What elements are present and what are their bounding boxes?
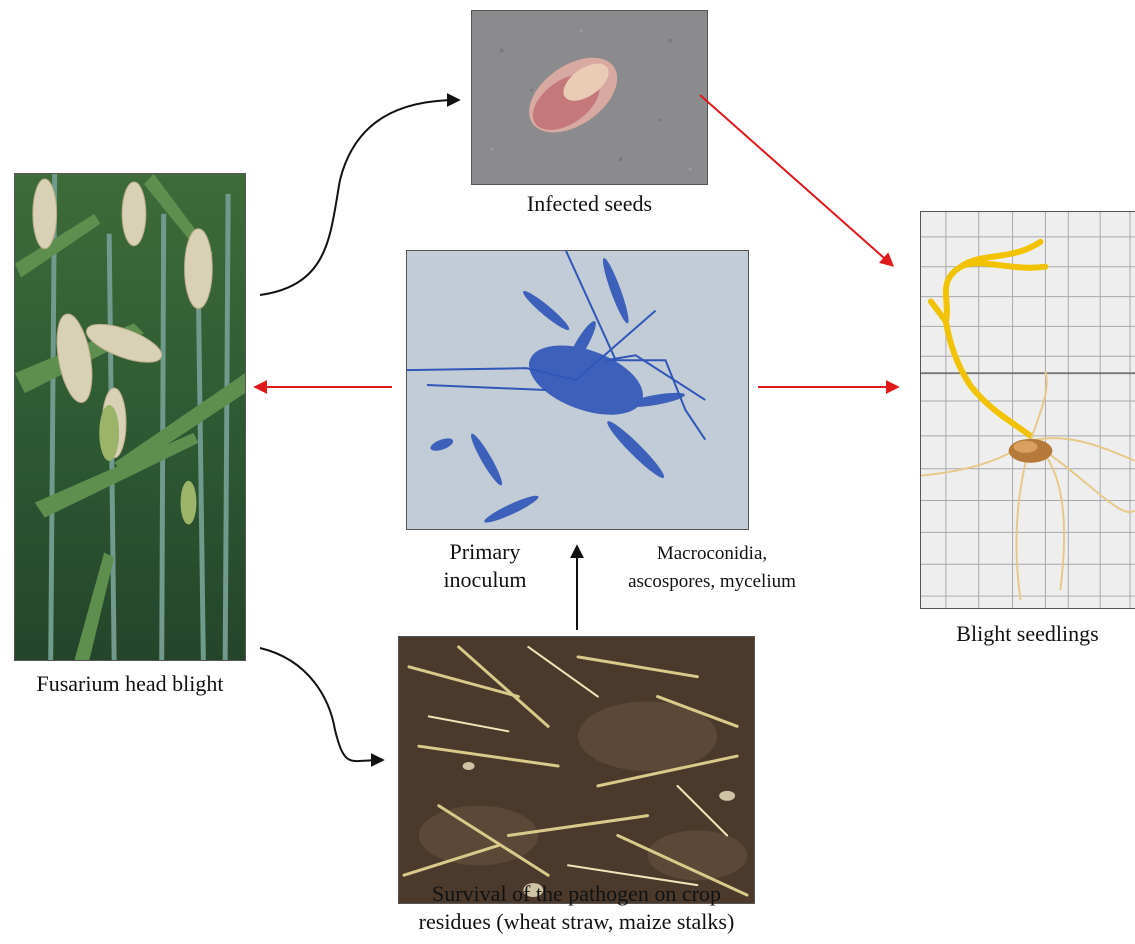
primary-inoculum-line2: inoculum bbox=[420, 566, 550, 594]
crop-residues-caption: Survival of the pathogen on crop residue… bbox=[380, 880, 773, 936]
inoculum-types-note: Macroconidia, ascospores, mycelium bbox=[592, 540, 832, 596]
inoculum-types-line1: Macroconidia, bbox=[592, 540, 832, 568]
macroconidia-micrograph bbox=[406, 250, 749, 530]
primary-inoculum-line1: Primary bbox=[420, 538, 550, 566]
blight-seedlings-caption: Blight seedlings bbox=[920, 620, 1135, 648]
fusarium-head-blight-caption: Fusarium head blight bbox=[0, 670, 260, 698]
crop-residues-photo bbox=[398, 636, 755, 904]
infected-seed-photo bbox=[471, 10, 708, 185]
wheat-head-blight-photo bbox=[14, 173, 246, 661]
infected-seeds-caption: Infected seeds bbox=[471, 190, 708, 218]
crop-residues-line2: residues (wheat straw, maize stalks) bbox=[380, 908, 773, 936]
crop-residues-line1: Survival of the pathogen on crop bbox=[380, 880, 773, 908]
primary-inoculum-caption: Primary inoculum bbox=[420, 538, 550, 594]
inoculum-types-line2: ascospores, mycelium bbox=[592, 568, 832, 596]
arrow-seeds-to-seedlings bbox=[700, 95, 892, 265]
blight-seedlings-photo bbox=[920, 211, 1135, 609]
arrow-head-blight-to-residues bbox=[260, 648, 382, 761]
